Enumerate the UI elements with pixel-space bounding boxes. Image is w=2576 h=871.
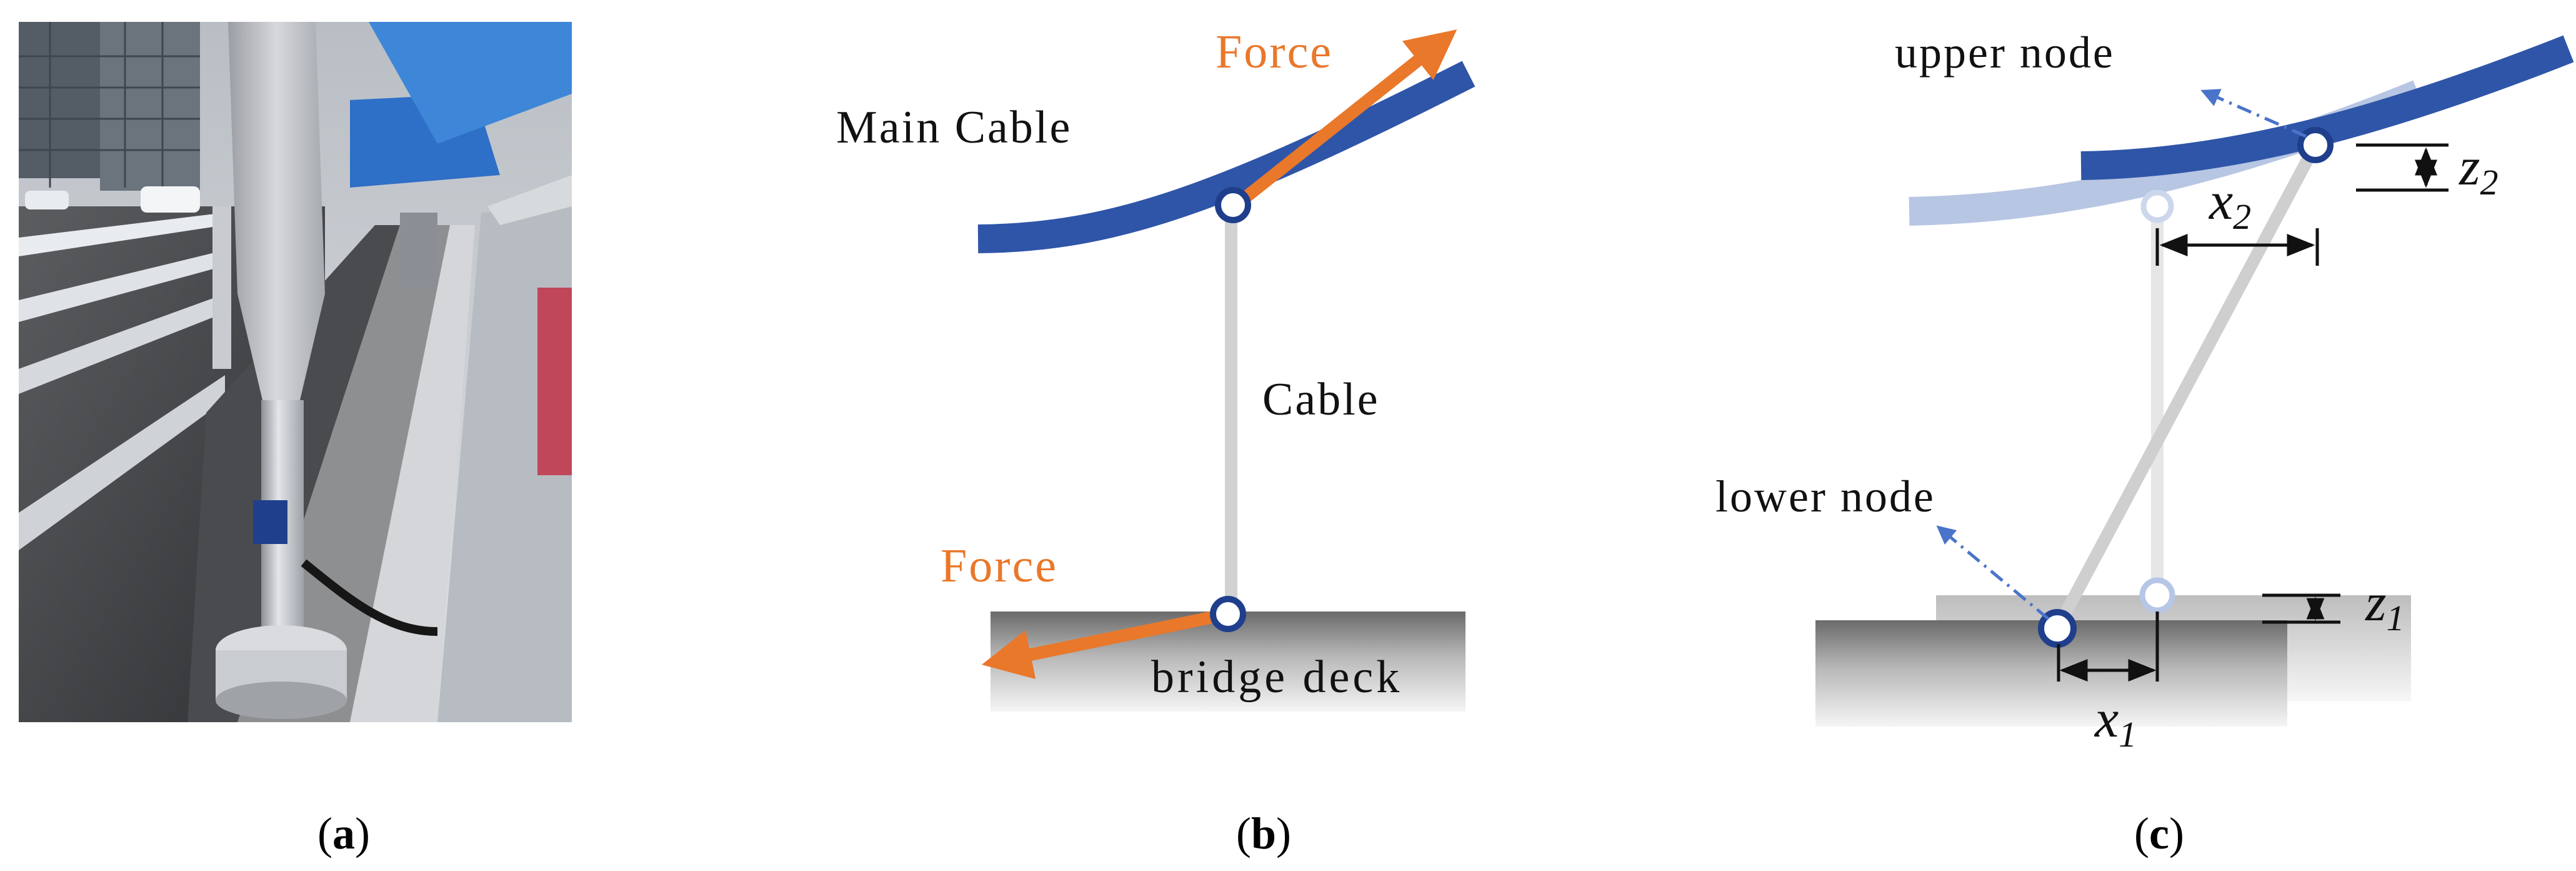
upper-node-pointer — [2200, 89, 2307, 138]
cable-label: Cable — [1262, 374, 1380, 425]
car — [141, 186, 200, 213]
guardrail — [19, 206, 231, 550]
panel-b-label: (b) — [1236, 808, 1291, 858]
lower-node-original — [2139, 577, 2175, 613]
lower-node-pointer — [1936, 525, 2050, 620]
upper-node-original — [2140, 189, 2174, 223]
lower-node — [1210, 596, 1246, 632]
hanger-displaced — [2052, 142, 2321, 632]
upper-node-label: upper node — [1895, 28, 2115, 78]
lower-node-label: lower node — [1715, 471, 1935, 521]
force-arrow-bottom — [981, 608, 1230, 680]
building — [19, 22, 100, 178]
bridge-deck-label: bridge deck — [1151, 652, 1402, 703]
main-cable-label: Main Cable — [836, 102, 1072, 153]
z2-label: z2 — [2459, 136, 2498, 203]
panel-c: upper node lower node x2 z2 z1 x1 — [1715, 28, 2574, 755]
upper-node — [2297, 127, 2334, 163]
panel-a-photo — [19, 22, 572, 722]
upper-node — [1215, 187, 1251, 223]
z1-label: z1 — [2365, 572, 2404, 638]
force-arrow-top — [1230, 29, 1457, 211]
panel-a-label: (a) — [317, 808, 370, 858]
panel-b: Main Cable Force Cable Force bridge deck — [836, 26, 1475, 712]
main-cable — [977, 61, 1475, 253]
x1-label: x1 — [2094, 688, 2137, 755]
x2-label: x2 — [2208, 171, 2251, 237]
force-label-bottom: Force — [941, 540, 1058, 592]
force-label-top: Force — [1216, 26, 1333, 78]
building — [100, 22, 200, 191]
sensor — [253, 500, 287, 544]
car — [25, 191, 69, 209]
panel-c-label: (c) — [2134, 808, 2184, 858]
